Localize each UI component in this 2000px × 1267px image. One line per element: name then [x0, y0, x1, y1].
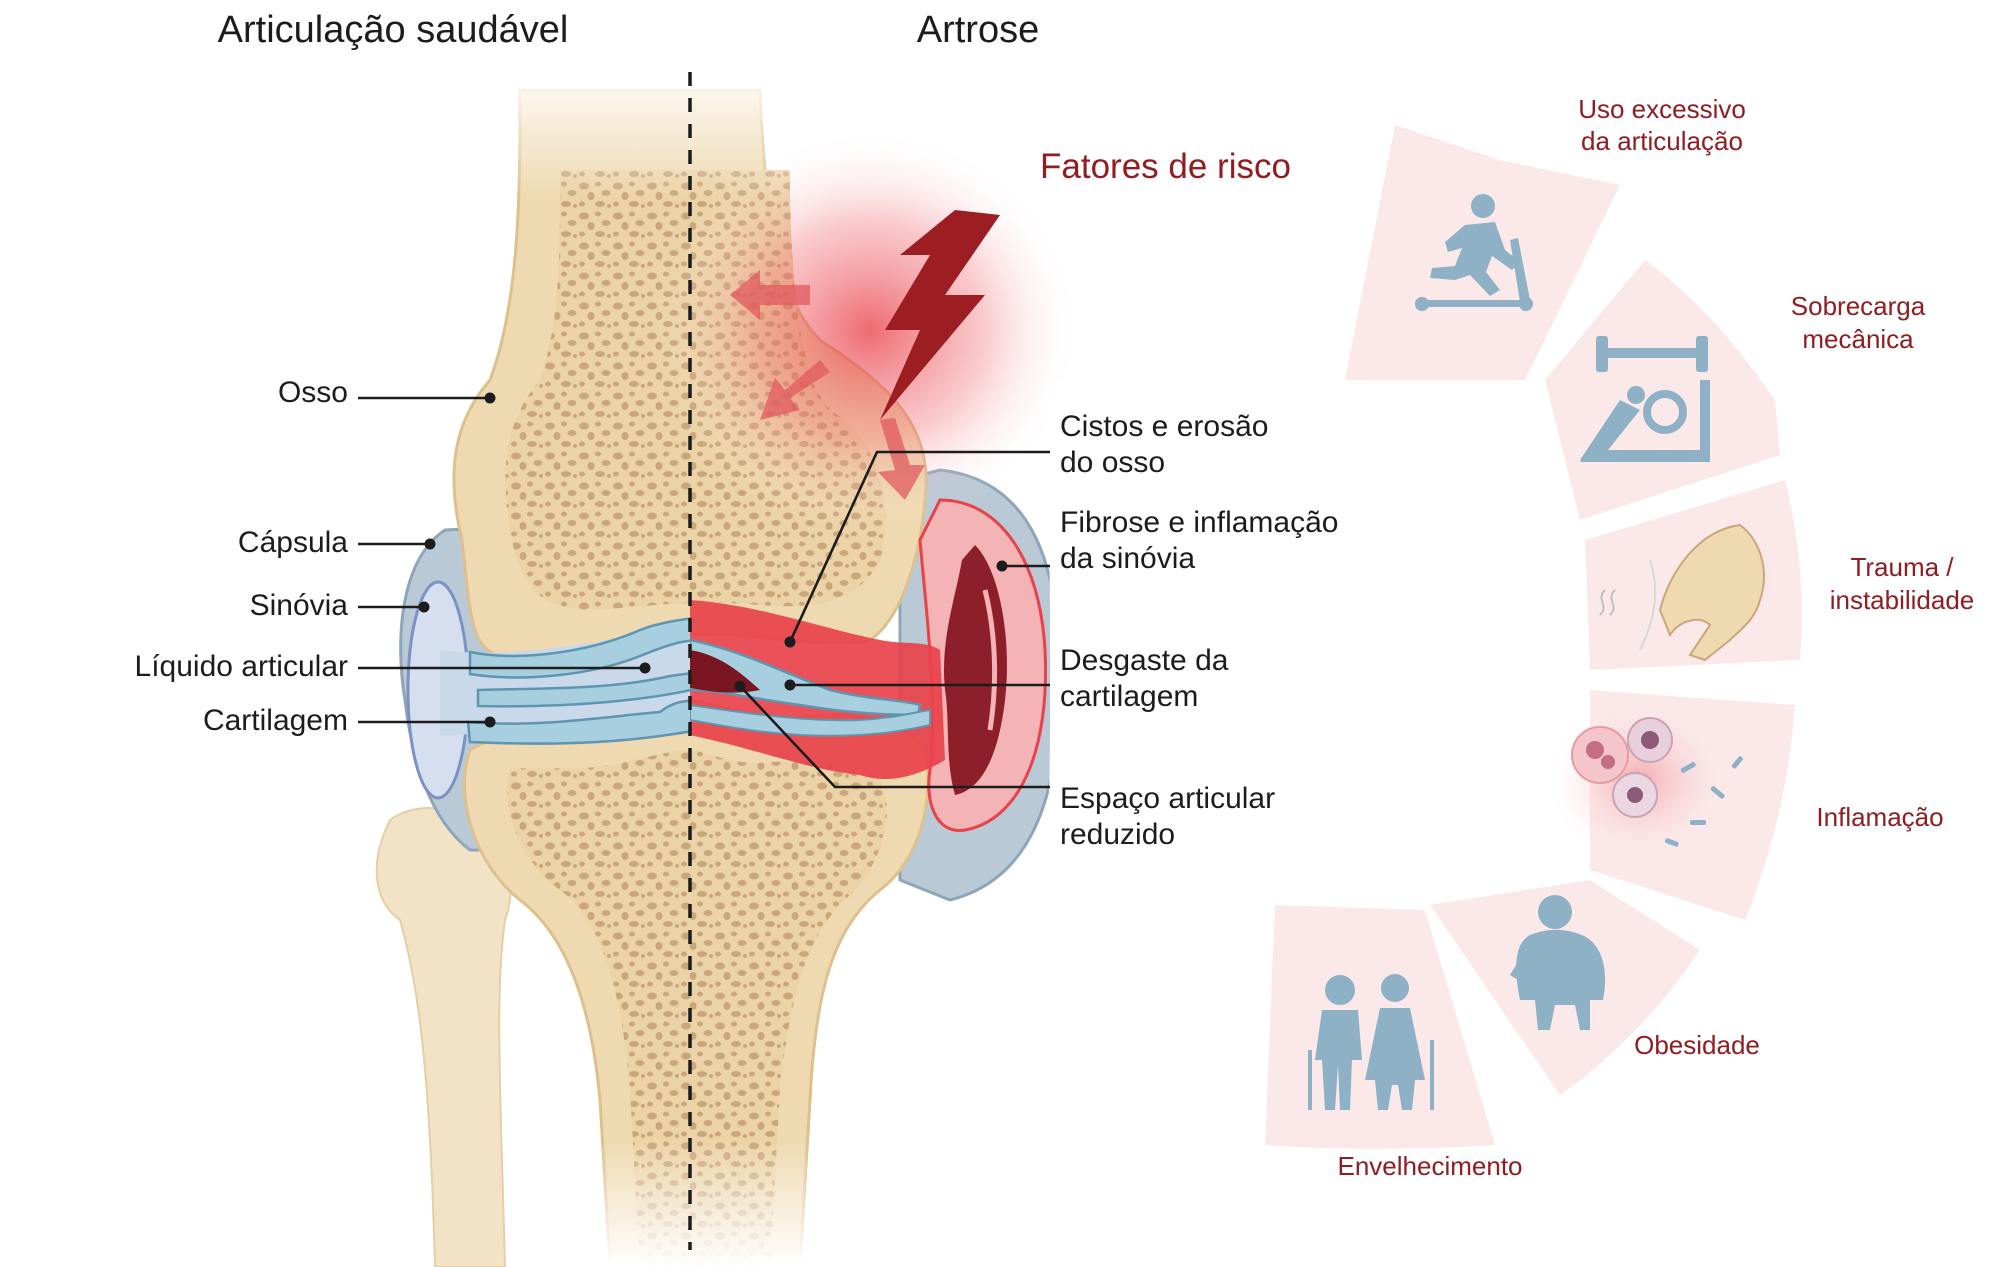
risk-overload-line2: mecânica [1802, 324, 1914, 354]
knee-trauma-icon [1599, 523, 1765, 662]
label-bone: Osso [278, 376, 348, 409]
label-capsule: Cápsula [238, 526, 348, 559]
inflammation-arrow-3 [878, 418, 925, 500]
leg-press-icon [1580, 336, 1710, 462]
risk-overload-line1: Sobrecarga [1791, 291, 1926, 321]
segment-overload [1545, 260, 1780, 520]
risk-inflammation: Inflamação [1816, 802, 1943, 832]
risk-labels: Uso excessivo da articulação Sobrecarga … [1338, 94, 1975, 1181]
label-joint-space-line1: Espaço articular [1060, 782, 1275, 815]
meniscus [476, 672, 690, 708]
label-synovium: Sinóvia [250, 589, 349, 622]
label-cartilage-wear-line2: cartilagem [1060, 680, 1198, 713]
risk-trauma-line1: Trauma / [1850, 552, 1954, 582]
upper-cartilage [468, 617, 690, 679]
label-cartilage: Cartilagem [203, 704, 348, 737]
label-cysts-line1: Cistos e erosão [1060, 410, 1268, 443]
right-label-panel [1050, 380, 1580, 880]
label-cysts-line2: do osso [1060, 446, 1165, 479]
inflammation-arrow-1 [730, 270, 810, 320]
lightning-bolt-icon [880, 210, 1000, 420]
label-joint-space-line2: reduzido [1060, 818, 1175, 851]
eroded-cartilage [690, 638, 922, 717]
arthritic-joint [660, 130, 1080, 832]
heading-arthrosis: Artrose [917, 9, 1039, 51]
tibia [463, 698, 930, 1267]
risk-obesity: Obesidade [1634, 1030, 1760, 1060]
elderly-couple-icon [1308, 974, 1434, 1110]
right-labels: Cistos e erosão do osso Fibrose e inflam… [734, 410, 1338, 851]
label-joint-fluid: Líquido articular [135, 650, 348, 683]
lower-cartilage [466, 699, 690, 745]
inflammatory-cells-icon [1571, 717, 1743, 847]
label-fibrosis-line2: da sinóvia [1060, 542, 1195, 575]
label-fibrosis-line1: Fibrose e inflamação [1060, 506, 1338, 539]
fibula [375, 807, 512, 1267]
label-cartilage-wear-line1: Desgaste da [1060, 644, 1229, 677]
risk-overuse-line2: da articulação [1581, 126, 1743, 156]
risk-overuse-line1: Uso excessivo [1578, 94, 1746, 124]
risk-aging: Envelhecimento [1338, 1151, 1523, 1181]
risk-factors-title: Fatores de risco [1040, 147, 1291, 186]
left-labels: Osso Cápsula Sinóvia Líquido articular C… [135, 376, 651, 737]
inflammation-arrow-2 [760, 360, 830, 420]
risk-trauma-line2: instabilidade [1830, 585, 1975, 615]
healthy-joint-soft-tissue [406, 580, 690, 800]
obese-person-icon [1510, 895, 1606, 1030]
treadmill-runner-icon [1415, 194, 1533, 311]
heading-healthy-joint: Articulação saudável [218, 9, 569, 51]
